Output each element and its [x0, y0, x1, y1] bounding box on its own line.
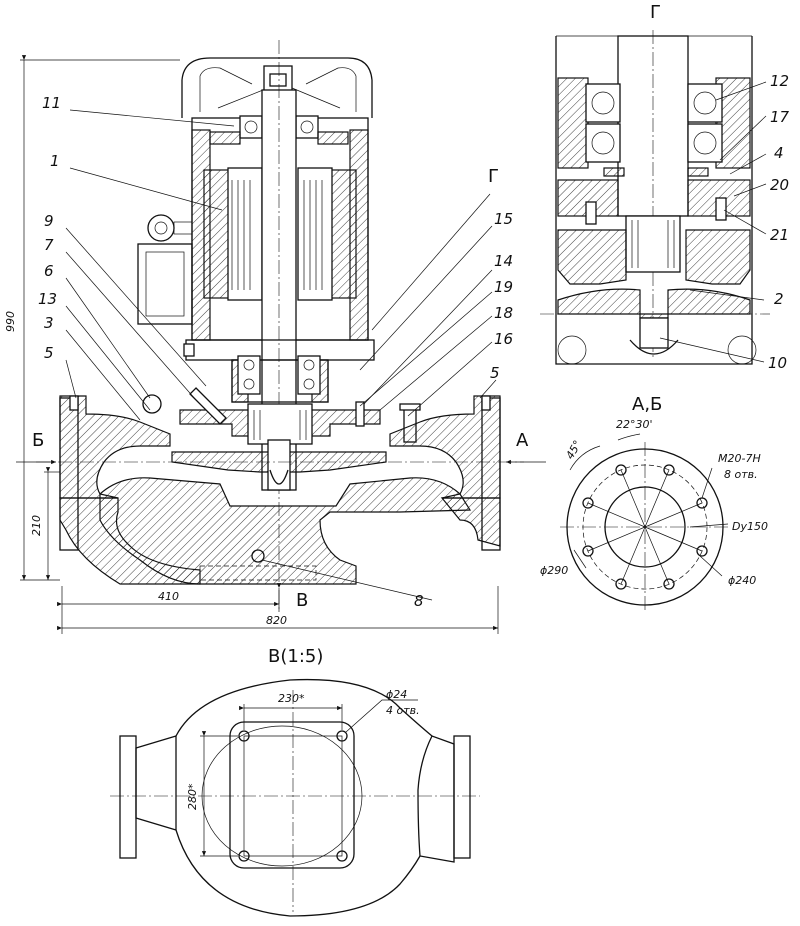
callout-3: 3 — [44, 314, 54, 332]
base-height-dim: 280* — [186, 783, 199, 810]
main-section-view — [16, 40, 546, 634]
detail-callout-10: 10 — [768, 354, 787, 372]
detail-callout-2: 2 — [774, 290, 784, 308]
casing-outlet — [389, 395, 501, 499]
casing-base-right — [440, 497, 501, 547]
base-outlet-flange — [453, 735, 471, 859]
casing-inlet — [59, 395, 171, 499]
callout-5-right: 5 — [490, 364, 500, 382]
base-inlet-neck — [135, 735, 177, 831]
callout-16: 16 — [494, 330, 513, 348]
main-view-labels: 11 1 9 7 6 13 3 5 5 15 14 19 18 16 8 Г Б… — [4, 94, 529, 627]
detail-callout-20: 20 — [770, 176, 789, 194]
gauge-plug — [142, 394, 162, 414]
detail-callout-21: 21 — [770, 226, 789, 244]
bearing-12-right-b — [687, 123, 723, 163]
base-hole-count: 4 отв. — [386, 704, 420, 717]
bearing-12-left-b — [585, 123, 621, 163]
callout-19: 19 — [494, 278, 513, 296]
detail-callout-4: 4 — [774, 144, 784, 162]
casing-base-left — [59, 497, 201, 585]
base-width-dim: 230* — [278, 692, 305, 705]
section-g-mark: Г — [488, 166, 499, 187]
callout-6: 6 — [44, 262, 54, 280]
callout-9: 9 — [44, 212, 54, 230]
lifting-eye — [147, 214, 175, 242]
dim-990: 990 — [4, 311, 17, 332]
flange-holes: 8 отв. — [724, 468, 758, 481]
detail-g-frame — [555, 36, 753, 365]
flange-view: А,Б М20-7Н 8 отв. 22°30' 45° Dy150 ϕ290 … — [540, 394, 768, 612]
detail-callout-17: 17 — [770, 108, 790, 126]
view-mark-b: Б — [32, 430, 44, 451]
callout-7: 7 — [44, 236, 54, 254]
flange-thread: М20-7Н — [718, 452, 761, 465]
callout-15: 15 — [494, 210, 513, 228]
detail-g-title: Г — [650, 2, 661, 23]
callout-18: 18 — [494, 304, 513, 322]
dim-210: 210 — [30, 515, 43, 536]
drain-plug — [251, 549, 265, 563]
flange-bolt-circle-dia: ϕ240 — [728, 574, 756, 587]
rotor-left — [227, 167, 263, 301]
flange-bore-label: Dy150 — [732, 520, 768, 533]
detail-nut — [639, 317, 669, 349]
flange-angle-large: 45° — [563, 438, 584, 461]
impeller-nut — [267, 439, 291, 491]
upper-bearing-left — [239, 115, 263, 139]
rotor-right — [297, 167, 333, 301]
flange-view-title: А,Б — [632, 394, 662, 415]
base-volute-top — [175, 678, 433, 737]
lower-bearing-left — [237, 355, 261, 395]
base-hole-dia: ϕ24 — [386, 688, 407, 701]
upper-bearing-right — [295, 115, 319, 139]
callout-11: 11 — [42, 94, 61, 112]
callout-8: 8 — [414, 592, 424, 610]
mechanical-seal — [247, 403, 313, 445]
terminal-box — [137, 243, 193, 325]
callout-5-left: 5 — [44, 344, 54, 362]
base-view: В(1:5) 230* 280* ϕ24 4 отв. — [110, 646, 480, 917]
base-outlet-neck — [417, 735, 455, 863]
bearing-12-left-a — [585, 83, 621, 123]
dim-410: 410 — [158, 590, 179, 603]
dim-820: 820 — [266, 614, 287, 627]
inlet-flange — [59, 397, 79, 551]
lower-bearing-right — [297, 355, 321, 395]
base-view-title: В(1:5) — [268, 646, 323, 667]
bearing-12-right-a — [687, 83, 723, 123]
detail-g-view: Г — [540, 2, 790, 372]
detail-seal — [625, 215, 681, 273]
flange-outer-dia: ϕ290 — [540, 564, 568, 577]
detail-impeller — [557, 288, 751, 319]
detail-callout-12: 12 — [770, 72, 789, 90]
callout-1: 1 — [50, 152, 60, 170]
base-plate — [229, 721, 355, 869]
view-mark-v: В — [296, 590, 308, 611]
base-volute-bottom — [175, 829, 421, 917]
view-mark-a: А — [516, 430, 529, 451]
outlet-flange — [481, 397, 501, 551]
flange-angle-small: 22°30' — [616, 418, 653, 431]
callout-14: 14 — [494, 252, 513, 270]
base-inlet-flange — [119, 735, 137, 859]
air-vent — [189, 387, 227, 425]
callout-13: 13 — [38, 290, 57, 308]
